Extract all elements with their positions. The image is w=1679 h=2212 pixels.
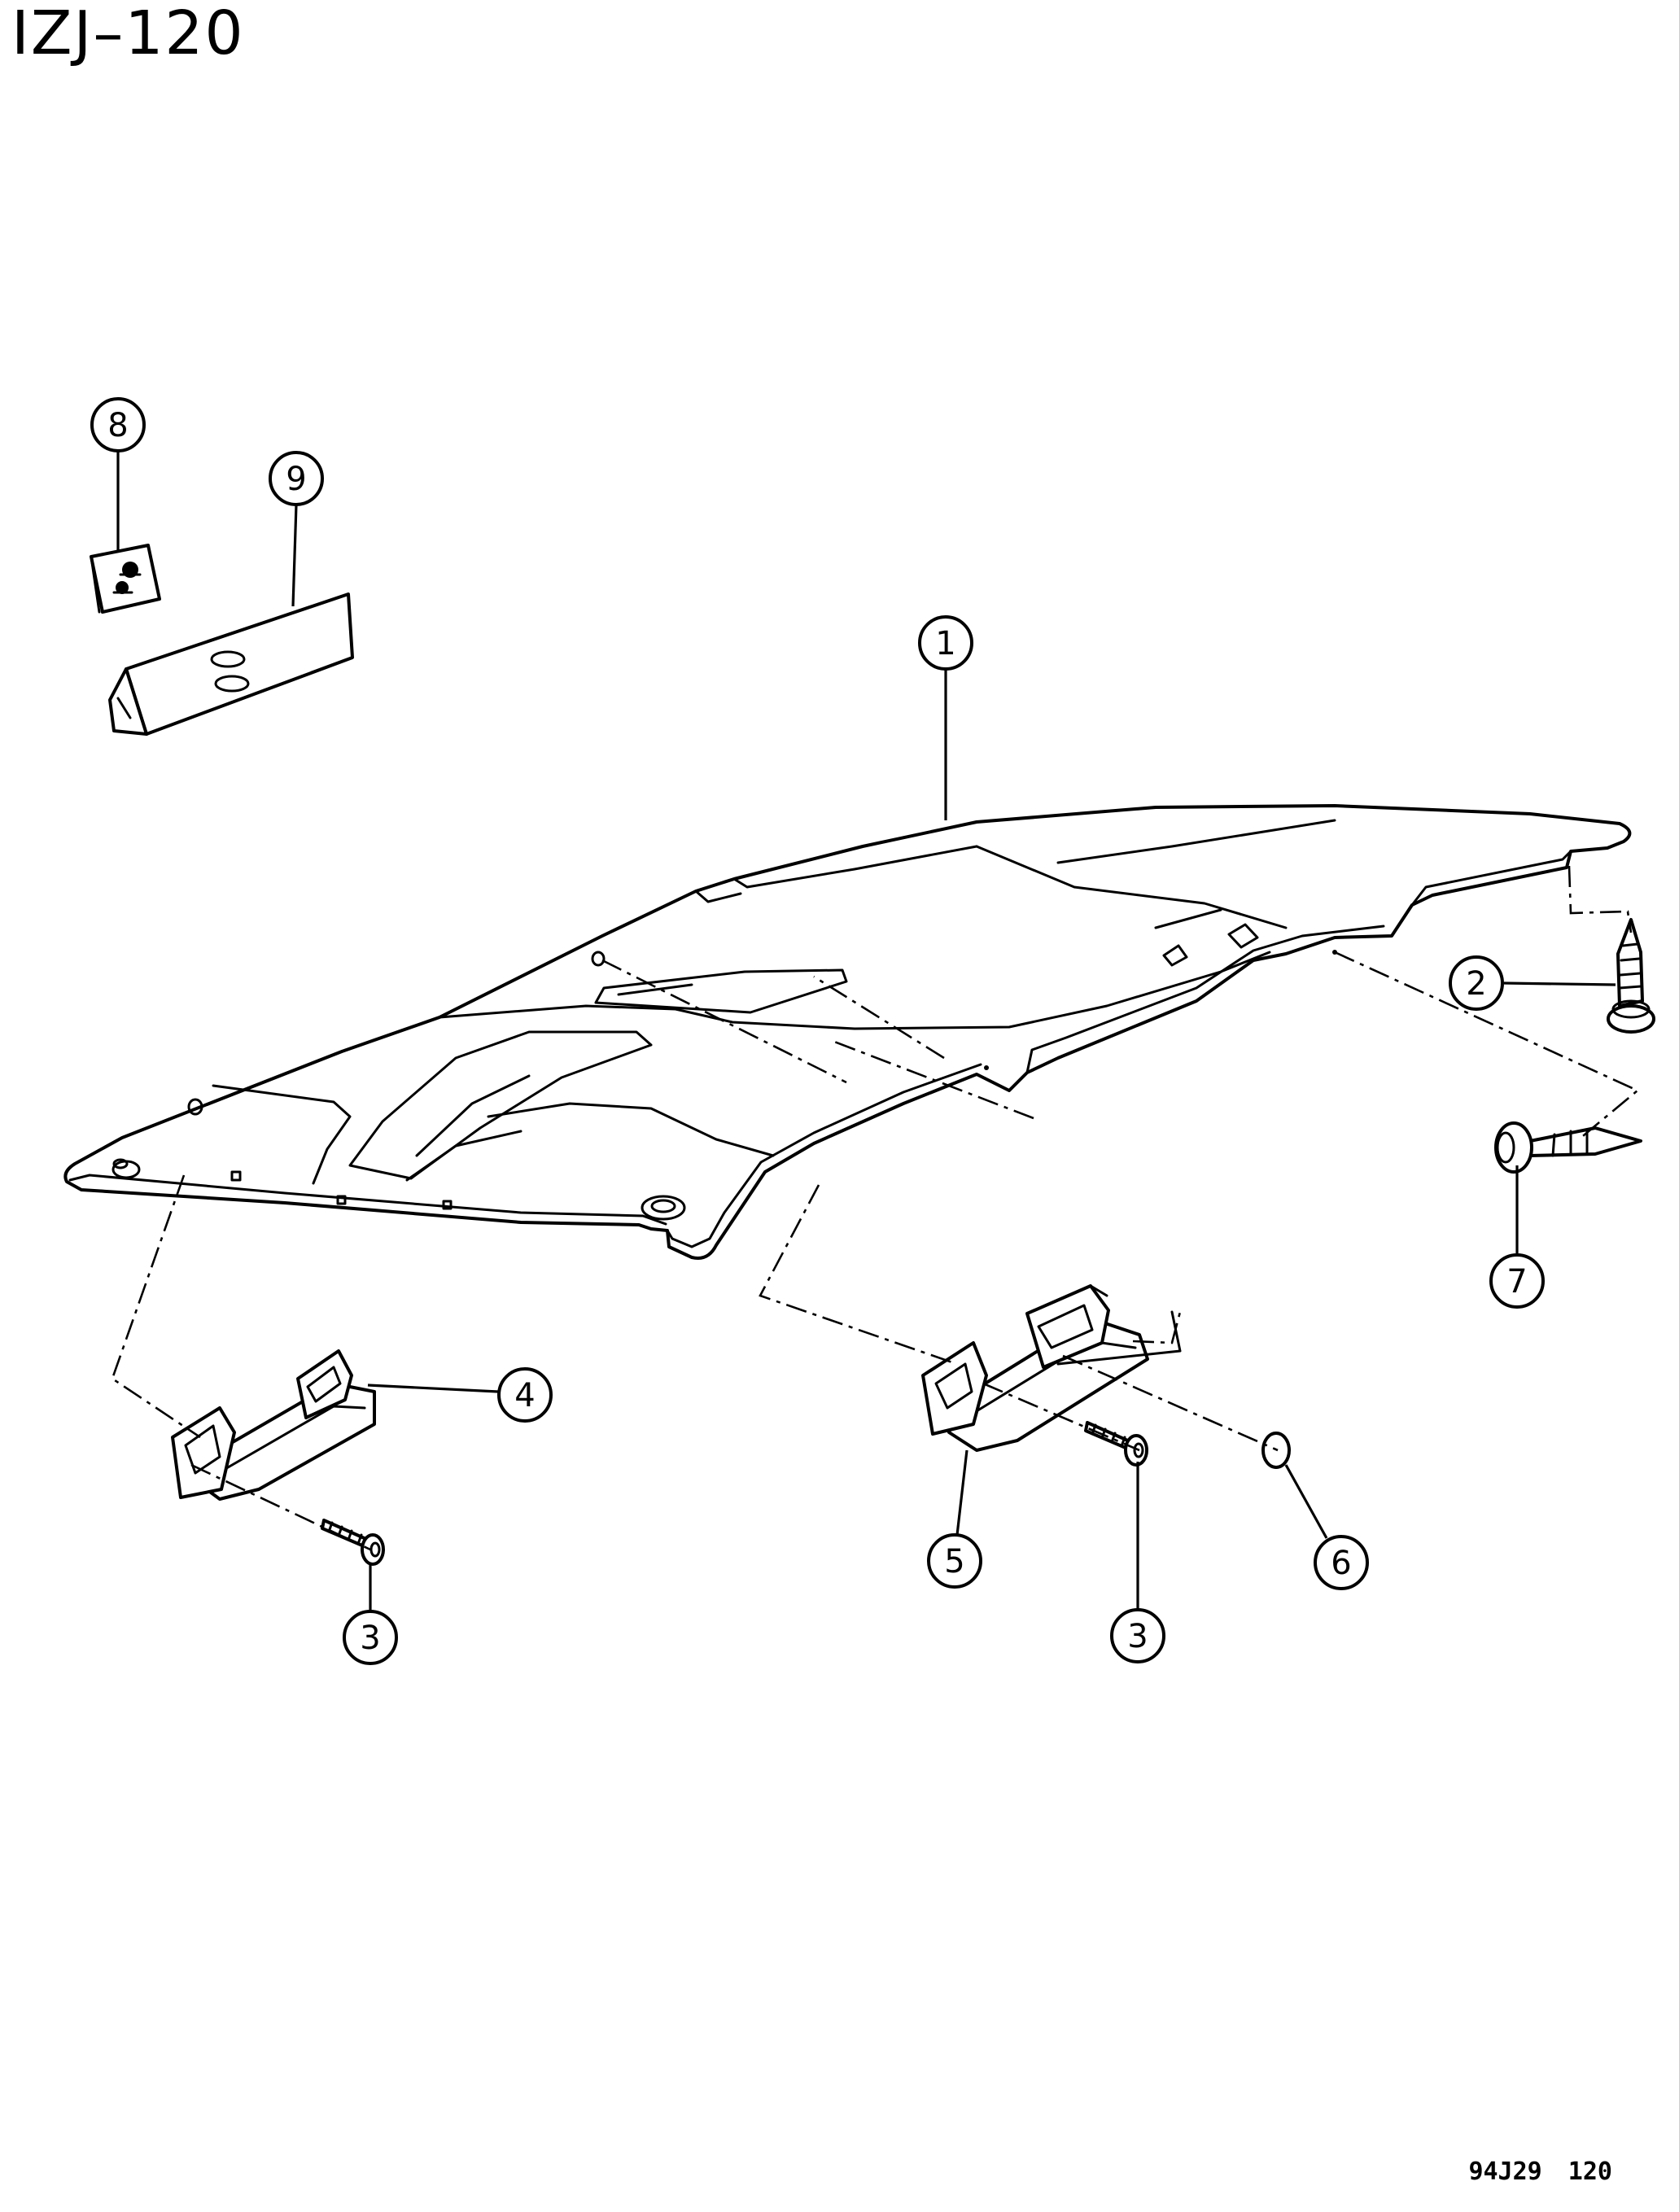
callout-3-rear: 3	[1110, 1608, 1165, 1663]
callout-9: 9	[269, 451, 324, 506]
callout-7: 7	[1489, 1253, 1545, 1309]
callout-5: 5	[927, 1533, 982, 1589]
retainer-part	[1607, 918, 1655, 1034]
callout-8-label: 8	[107, 407, 128, 444]
callout-2-label: 2	[1466, 965, 1486, 1003]
push-fastener-part	[1494, 1121, 1642, 1174]
panel-part	[108, 592, 354, 736]
diagram-code: IZJ–120	[11, 0, 245, 68]
callout-3-front: 3	[343, 1610, 398, 1665]
screw-rear-part	[1084, 1421, 1148, 1467]
callout-3-rear-label: 3	[1127, 1618, 1148, 1655]
headliner-outline	[63, 804, 1632, 1260]
drawing-number: 94J29 120	[1468, 2157, 1612, 2186]
grab-handle-front-part	[171, 1349, 376, 1501]
clip-part	[90, 544, 161, 614]
callout-6: 6	[1314, 1535, 1369, 1590]
callout-4: 4	[497, 1367, 553, 1423]
assembly-lines	[111, 865, 1640, 1551]
callout-3-front-label: 3	[360, 1620, 380, 1657]
callout-9-label: 9	[286, 461, 306, 498]
callout-4-label: 4	[514, 1377, 535, 1414]
callout-2: 2	[1449, 955, 1504, 1011]
leader-lines	[116, 452, 1616, 1611]
callout-7-label: 7	[1506, 1263, 1527, 1301]
headliner-part	[63, 804, 1632, 1260]
screw-front-part	[321, 1519, 385, 1566]
callout-1: 1	[918, 615, 973, 671]
grab-handle-rear-part	[921, 1284, 1182, 1452]
callout-1-label: 1	[935, 625, 955, 662]
callout-5-label: 5	[944, 1543, 964, 1580]
callout-8: 8	[90, 397, 146, 452]
callout-6-label: 6	[1331, 1545, 1351, 1582]
